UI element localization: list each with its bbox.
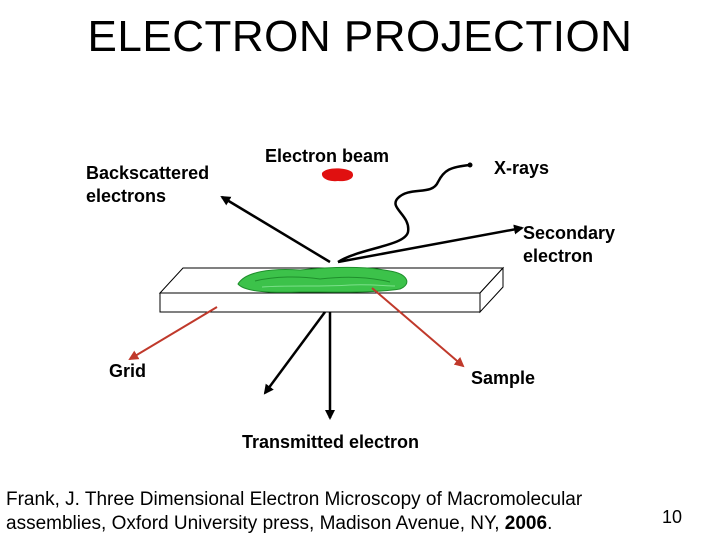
citation-end: . (547, 513, 553, 534)
page-number: 10 (662, 507, 683, 527)
label-sample: Sample (471, 368, 536, 388)
label-grid: Grid (109, 361, 147, 381)
sample-arrow (371, 287, 465, 368)
backscattered-arrow (220, 195, 331, 264)
label-electron-beam: Electron beam (265, 146, 390, 166)
label-secondary: Secondary electron (523, 222, 615, 268)
citation-text: Frank, J. Three Dimensional Electron Mic… (6, 489, 583, 534)
label-secondary-line1: Secondary (523, 223, 616, 243)
label-secondary-line2: electron (523, 246, 594, 266)
label-xrays: X-rays (494, 158, 550, 178)
transmitted-arrow-angled (263, 311, 327, 395)
label-backscattered: Backscattered electrons (86, 162, 209, 208)
label-backscattered-line1: Backscattered (86, 163, 210, 183)
electron-beam-spot (321, 168, 354, 182)
secondary-arrow (337, 224, 524, 264)
slide-title: ELECTRON PROJECTION (87, 12, 633, 61)
citation: Frank, J. Three Dimensional Electron Mic… (6, 488, 646, 536)
label-backscattered-line2: electrons (86, 186, 167, 206)
specimen-blob (237, 267, 408, 293)
xray-squiggle (337, 163, 471, 264)
xray-dot (467, 162, 473, 168)
citation-year: 2006 (504, 513, 548, 534)
label-transmitted: Transmitted electron (242, 432, 420, 452)
grid-arrow (128, 306, 218, 361)
